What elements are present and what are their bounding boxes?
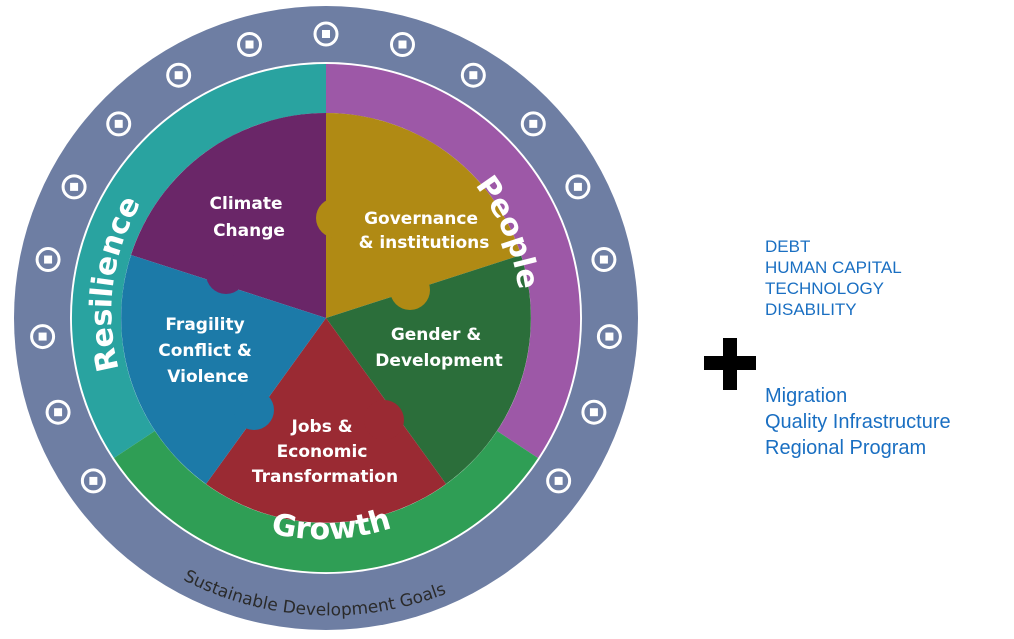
industry-innovation-icon [313, 21, 339, 47]
clean-energy-icon [166, 62, 192, 88]
governance-label: Governance & institutions [359, 209, 490, 253]
responsible-consumption-icon [520, 111, 546, 137]
quality-education-icon [35, 247, 61, 273]
life-on-land-icon [596, 324, 622, 350]
list-item: Quality Infrastructure [765, 411, 951, 433]
decent-work-icon [237, 31, 263, 57]
puzzle-knob [234, 390, 274, 430]
puzzle-knob [390, 270, 430, 310]
reduced-inequalities-icon [389, 31, 415, 57]
no-poverty-icon [80, 468, 106, 494]
fragility-piece [121, 255, 326, 484]
plus-icon [704, 338, 756, 390]
good-health-icon [30, 324, 56, 350]
life-below-water-icon [591, 247, 617, 273]
jobs-economic-piece [206, 318, 446, 523]
puzzle-knob [206, 254, 246, 294]
partnerships-icon [546, 468, 572, 494]
list-item: TECHNOLOGY [765, 279, 885, 298]
gender-equality-icon [61, 174, 87, 200]
fragility-label: Fragility Conflict & Violence [158, 315, 258, 387]
focus-areas-list: DEBT HUMAN CAPITAL TECHNOLOGY DISABILITY [765, 236, 902, 320]
list-item: HUMAN CAPITAL [765, 258, 902, 277]
gender-development-label: Gender & Development [375, 325, 502, 371]
list-item: Migration [765, 385, 848, 407]
zero-hunger-icon [45, 399, 71, 425]
list-item: Regional Program [765, 437, 927, 459]
puzzle-knob [364, 400, 404, 440]
list-item: DISABILITY [765, 300, 857, 319]
climate-change-piece [131, 113, 326, 318]
sustainable-cities-icon [460, 62, 486, 88]
sdg-icons [30, 21, 622, 494]
clean-water-icon [106, 111, 132, 137]
puzzle-core [121, 113, 531, 523]
governance-piece [326, 113, 521, 318]
special-themes-list: Migration Quality Infrastructure Regiona… [765, 383, 951, 461]
puzzle-knob [316, 198, 356, 238]
gender-development-piece [326, 255, 531, 484]
peace-justice-icon [581, 399, 607, 425]
climate-change-label: Climate Change [210, 194, 289, 241]
jobs-economic-label: Jobs & Economic Transformation [252, 417, 398, 487]
climate-action-icon [565, 174, 591, 200]
list-item: DEBT [765, 237, 811, 256]
strategy-wheel: Climate Change Governance & institutions… [14, 6, 638, 630]
